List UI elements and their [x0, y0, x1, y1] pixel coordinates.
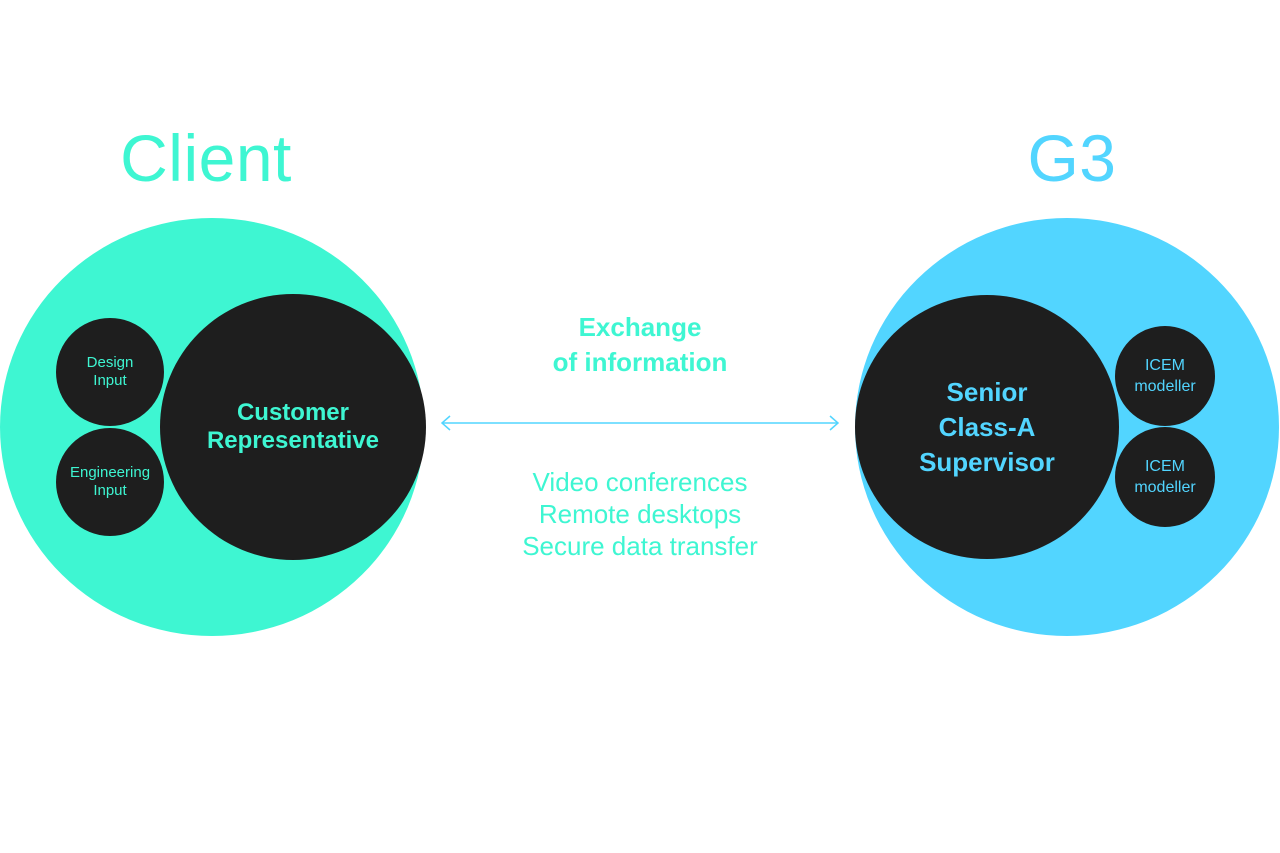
client-title: Client — [120, 121, 292, 195]
engineering-input-label: Engineering Input — [69, 464, 151, 499]
method-item: Secure data transfer — [522, 531, 758, 561]
icem-modeller-label: ICEM modeller — [1134, 357, 1196, 395]
arrow-head-left — [440, 415, 451, 431]
double-headed-arrow-icon — [440, 415, 840, 431]
exchange-label: Exchange of information — [552, 312, 728, 377]
arrow-head-right — [829, 415, 840, 431]
icem-modeller-node-1: ICEM modeller — [1115, 326, 1215, 426]
design-input-label: Design Input — [86, 354, 134, 389]
senior-supervisor-label: Senior Class-A Supervisor — [919, 376, 1055, 477]
method-item: Remote desktops — [538, 499, 742, 529]
g3-title: G3 — [1027, 121, 1117, 195]
icem-modeller-node-2: ICEM modeller — [1115, 427, 1215, 527]
senior-supervisor-node: Senior Class-A Supervisor — [855, 295, 1119, 559]
icem-modeller-label: ICEM modeller — [1134, 458, 1196, 496]
design-input-node: Design Input — [56, 318, 164, 426]
customer-representative-node: Customer Representative — [160, 294, 426, 560]
methods-list: Video conferences Remote desktops Secure… — [460, 466, 820, 562]
method-item: Video conferences — [532, 467, 748, 497]
customer-representative-label: Customer Representative — [206, 399, 380, 454]
engineering-input-node: Engineering Input — [56, 428, 164, 536]
